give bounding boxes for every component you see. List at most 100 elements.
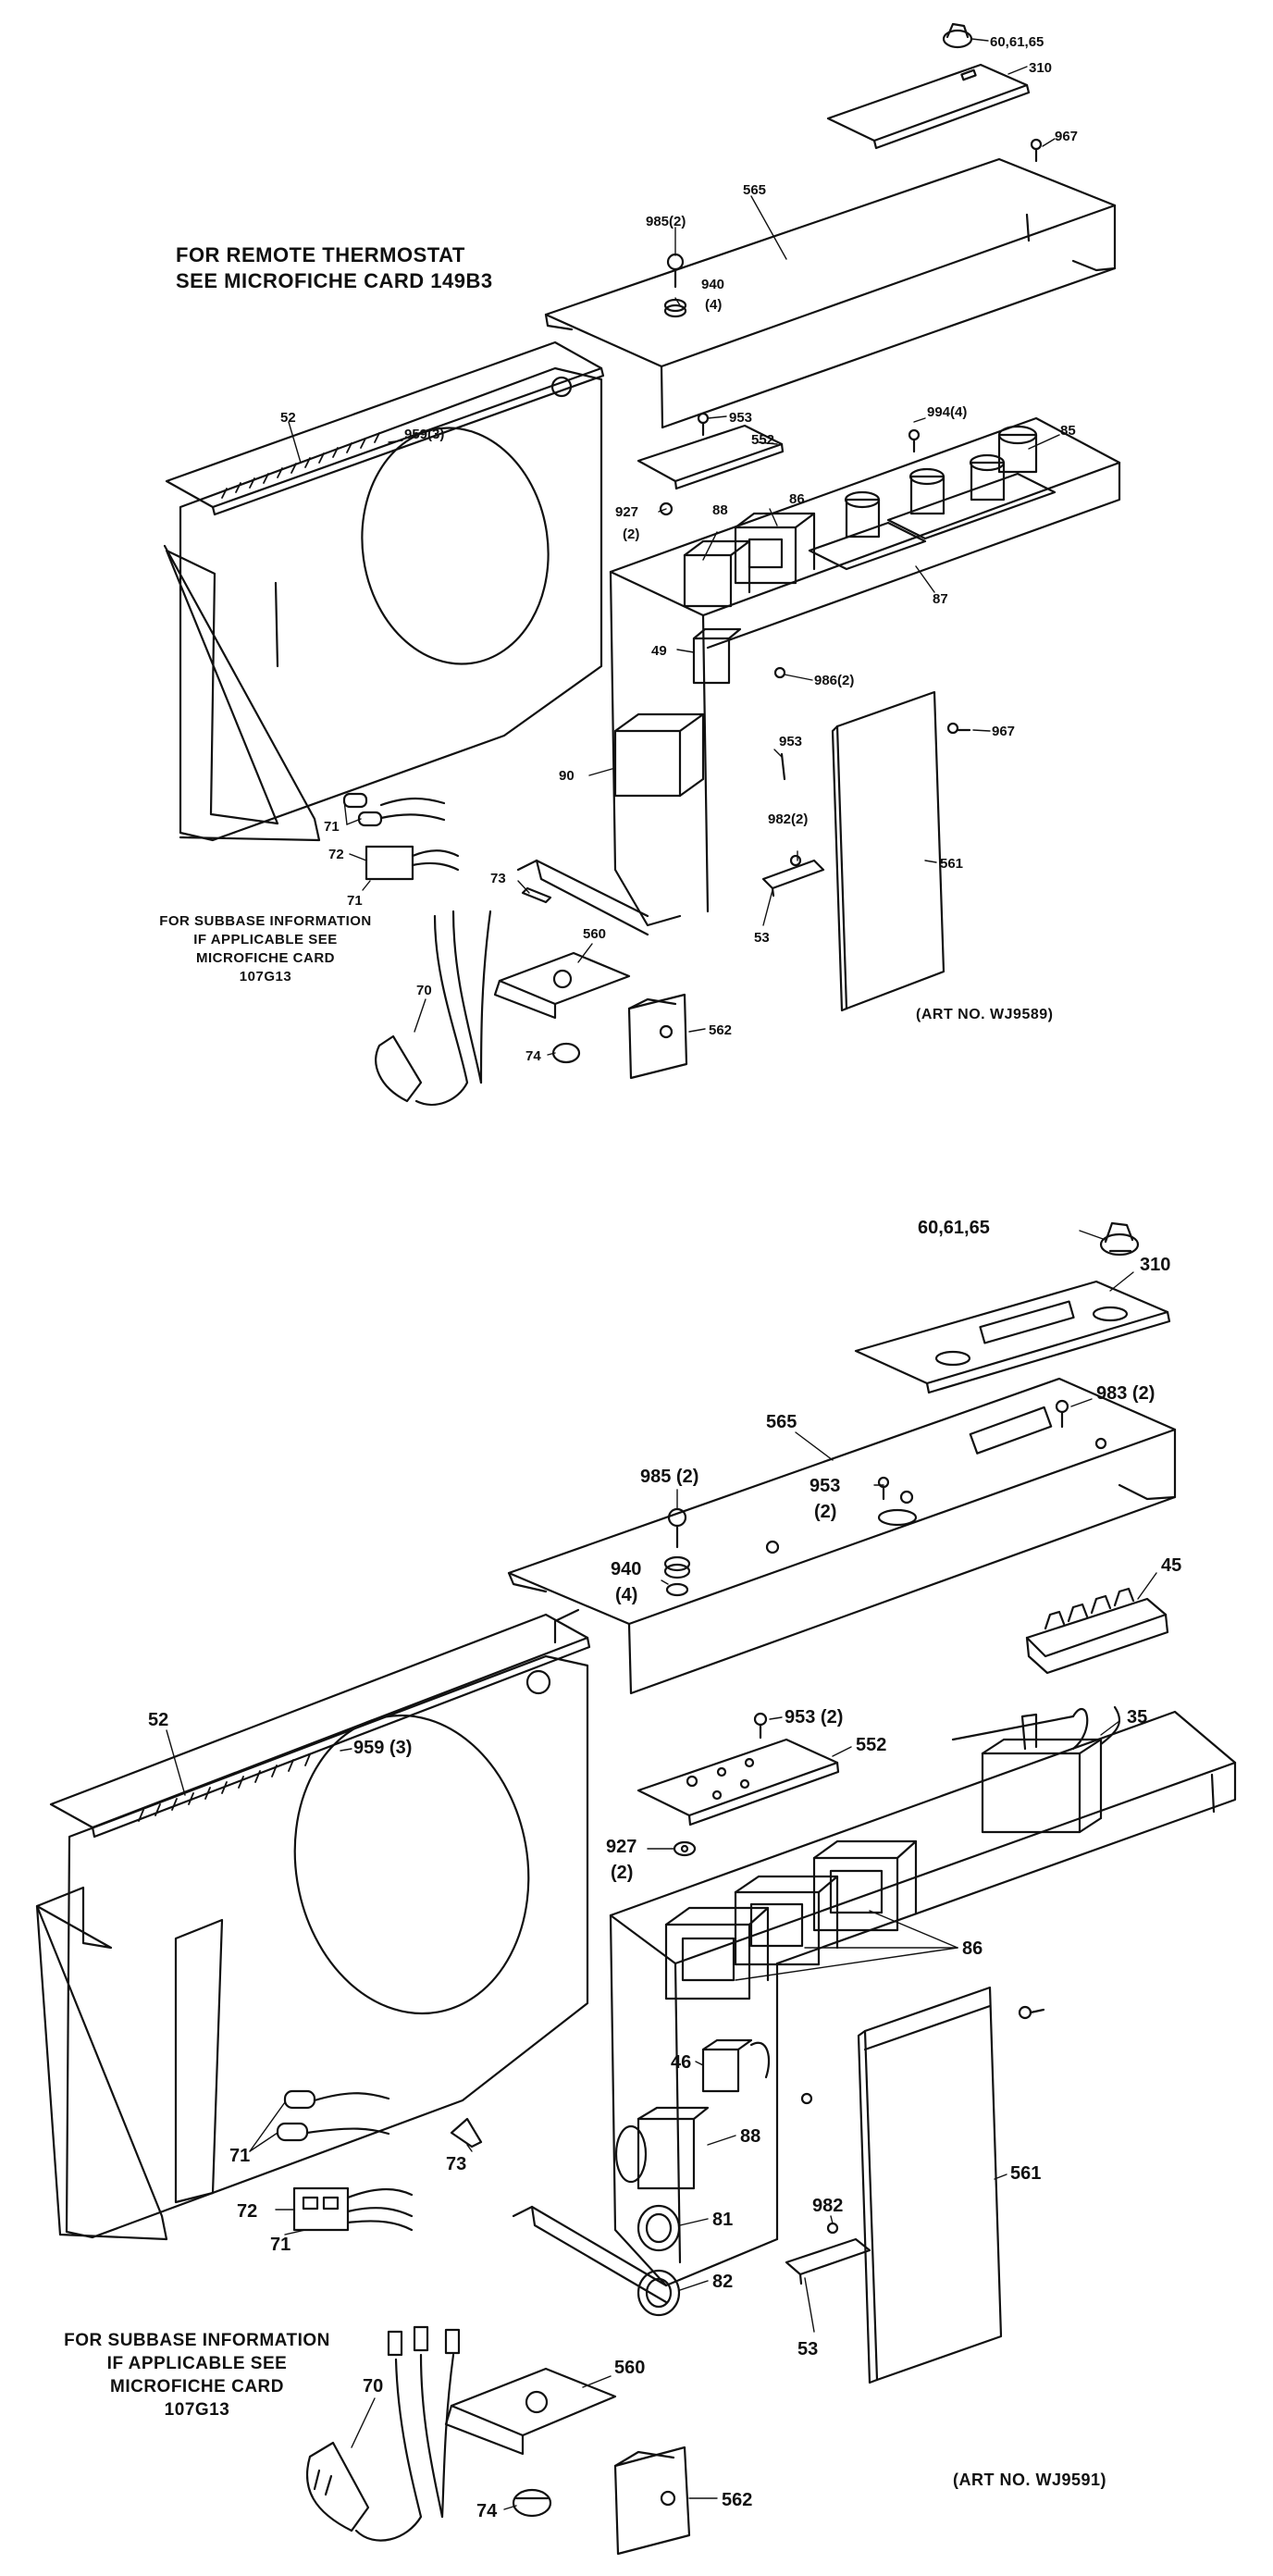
bottom-callout-74: 74 (476, 2501, 498, 2521)
bottom-relay-86-1 (664, 1906, 770, 2000)
bottom-art-number: (ART NO. WJ9591) (953, 2471, 1107, 2489)
bottom-callout-46: 46 (671, 2052, 691, 2073)
bottom-chassis (512, 1710, 1237, 2304)
top-art-number: (ART NO. WJ9589) (916, 1007, 1054, 1022)
bottom-terminal-45 (1025, 1587, 1169, 1675)
top-callout-967b: 967 (992, 724, 1015, 739)
bottom-callout-560: 560 (614, 2358, 645, 2378)
bottom-part-561-panel (857, 1986, 1003, 2384)
top-callout-86: 86 (789, 491, 805, 507)
bottom-callout-940n: (4) (615, 1585, 637, 1605)
bottom-screw-953a (877, 1476, 890, 1501)
top-screw-994 (908, 428, 921, 453)
top-grommet-940 (663, 298, 687, 318)
top-callout-52: 52 (280, 410, 296, 426)
bottom-callout-959: 959 (3) (353, 1738, 412, 1758)
top-screw-982 (789, 854, 802, 867)
top-screw-967b (946, 722, 971, 735)
bottom-cord-70 (305, 2325, 461, 2542)
top-subbase-line-1: FOR SUBBASE INFORMATION (159, 913, 372, 929)
bottom-screws-959 (138, 1753, 311, 1822)
remote-thermostat-line-2: SEE MICROFICHE CARD 149B3 (176, 269, 493, 292)
bottom-part-88 (614, 2106, 710, 2190)
bottom-callout-552: 552 (856, 1735, 886, 1755)
top-cord-70 (375, 910, 492, 1106)
top-callout-959: 959(3) (404, 427, 444, 442)
bottom-knob-74 (512, 2488, 552, 2518)
top-subbase-line-2: IF APPLICABLE SEE (193, 932, 338, 947)
bottom-callout-45: 45 (1161, 1555, 1181, 1576)
top-callout-982: 982(2) (768, 811, 808, 827)
top-switches-87 (808, 467, 945, 571)
bottom-bracket-560 (444, 2367, 617, 2456)
bottom-subbase-line-2: IF APPLICABLE SEE (106, 2354, 288, 2373)
bottom-screw-982 (826, 2222, 839, 2235)
top-callout-927: 927 (615, 504, 638, 520)
top-knob-74 (551, 1042, 581, 1064)
bottom-callout-561: 561 (1010, 2163, 1041, 2184)
top-assembly (163, 22, 1121, 1106)
top-bracket-562 (627, 993, 688, 1080)
top-relay-49 (692, 627, 742, 685)
top-relay-88 (683, 539, 751, 608)
bottom-lamp-82 (636, 2269, 681, 2317)
top-callout-74: 74 (525, 1048, 541, 1064)
top-callout-565: 565 (743, 182, 766, 198)
bottom-callout-310: 310 (1140, 1255, 1170, 1275)
top-callout-53: 53 (754, 930, 770, 946)
bottom-plug-72 (292, 2186, 414, 2232)
bottom-leader-lines (166, 1230, 1157, 2510)
bottom-callout-953a: 953 (810, 1476, 840, 1496)
bottom-knob-60 (1099, 1221, 1140, 1257)
bottom-callout-35: 35 (1127, 1707, 1147, 1728)
bottom-subbase-line-3: MICROFICHE CARD (109, 2377, 284, 2396)
bottom-subbase-note: FOR SUBBASE INFORMATION IF APPLICABLE SE… (64, 2329, 330, 2421)
top-callout-71a: 71 (324, 819, 340, 835)
top-bracket-560 (493, 951, 631, 1020)
bottom-callout-71b: 71 (270, 2235, 290, 2255)
top-callout-561: 561 (940, 856, 963, 872)
top-part-552-board (636, 424, 785, 490)
bottom-lamp-81 (636, 2204, 681, 2252)
top-screw-986 (773, 666, 786, 679)
top-screw-967a (1030, 138, 1043, 163)
bottom-terminal-53 (785, 2237, 871, 2285)
bottom-callout-86: 86 (962, 1938, 983, 1959)
bottom-callout-81: 81 (712, 2210, 733, 2230)
top-callout-994: 994(4) (927, 404, 967, 420)
bottom-grommet-940 (663, 1555, 691, 1597)
top-callout-70: 70 (416, 983, 432, 998)
bottom-callout-72: 72 (237, 2201, 257, 2222)
top-callout-73: 73 (490, 871, 506, 886)
top-part-310-cover (826, 63, 1031, 150)
top-callout-967a: 967 (1055, 129, 1078, 144)
top-switches-85 (886, 425, 1057, 540)
top-subbase-line-3: MICROFICHE CARD (196, 950, 335, 966)
top-knob-60 (942, 22, 973, 49)
bottom-screw-953b (753, 1712, 768, 1740)
top-part-52-panel (163, 341, 605, 842)
remote-thermostat-line-1: FOR REMOTE THERMOSTAT (176, 243, 465, 266)
bottom-callout-565: 565 (766, 1412, 797, 1432)
bottom-subbase-line-1: FOR SUBBASE INFORMATION (64, 2331, 330, 2350)
bottom-relays-86 (664, 1839, 918, 2000)
bottom-callout-953b: 953 (2) (785, 1707, 843, 1728)
top-callout-986: 986(2) (814, 673, 854, 688)
bottom-part-310-cover (854, 1280, 1171, 1394)
bottom-part-552-board (636, 1738, 840, 1827)
top-callout-562: 562 (709, 1022, 732, 1038)
top-screws-959 (221, 432, 380, 499)
bottom-screw-985 (667, 1507, 687, 1549)
bottom-callout-53: 53 (797, 2339, 818, 2359)
bottom-screw-side (800, 2005, 1045, 2105)
bottom-callout-940: 940 (611, 1559, 641, 1579)
top-plug-72 (365, 845, 460, 881)
bottom-nut-927 (673, 1840, 697, 1857)
bottom-bracket-562 (613, 2446, 691, 2556)
bottom-switch-46 (701, 2038, 771, 2093)
bottom-callout-953an: (2) (814, 1502, 836, 1522)
top-callout-49: 49 (651, 643, 667, 659)
top-callout-552: 552 (751, 432, 774, 448)
top-part-565-panel (544, 157, 1117, 429)
